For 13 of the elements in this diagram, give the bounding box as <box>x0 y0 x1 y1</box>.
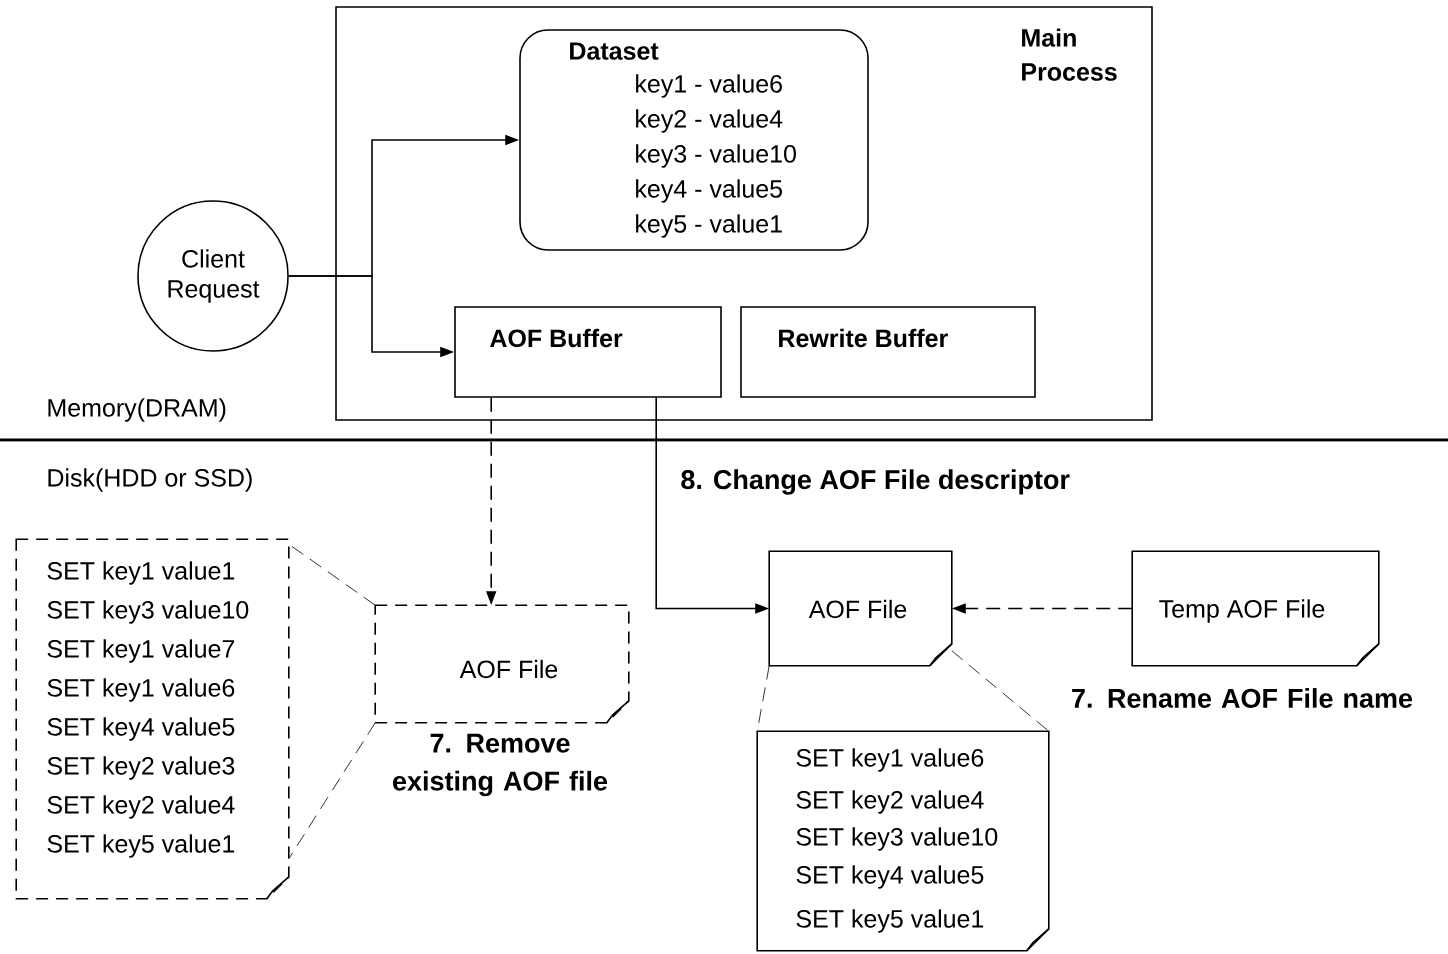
buffer-box: AOF Buffer <box>454 306 722 398</box>
file-contents-page: SET key1 value1 SET key3 value10 SET key1 value7 SET key1 value6 SET key4 value5 SET key2 value3 SET key2 value4 SET key5 value1 <box>15 538 290 900</box>
zoom-line <box>288 543 376 606</box>
buffer-box: Rewrite Buffer <box>740 306 1036 398</box>
node-label: 7. Rename AOF File name <box>1072 688 1413 708</box>
zoom-line <box>951 650 1050 732</box>
zoom-line <box>288 722 376 860</box>
file-contents-page: SET key1 value6 SET key2 value4 SET key3 value10 SET key4 value5 SET key5 value1 <box>756 730 1050 952</box>
dataset-box: Dataset key1 - value6 key2 - value4 key3 - value10 key4 - value5 key5 - value1 <box>519 29 869 251</box>
section-label: Disk(HDD or SSD) <box>48 468 252 492</box>
edge-label: 8. Change AOF File descriptor <box>678 467 1072 497</box>
node-label: 7. Remove existing AOF file <box>393 733 608 797</box>
section-label: Memory(DRAM) <box>48 398 226 422</box>
